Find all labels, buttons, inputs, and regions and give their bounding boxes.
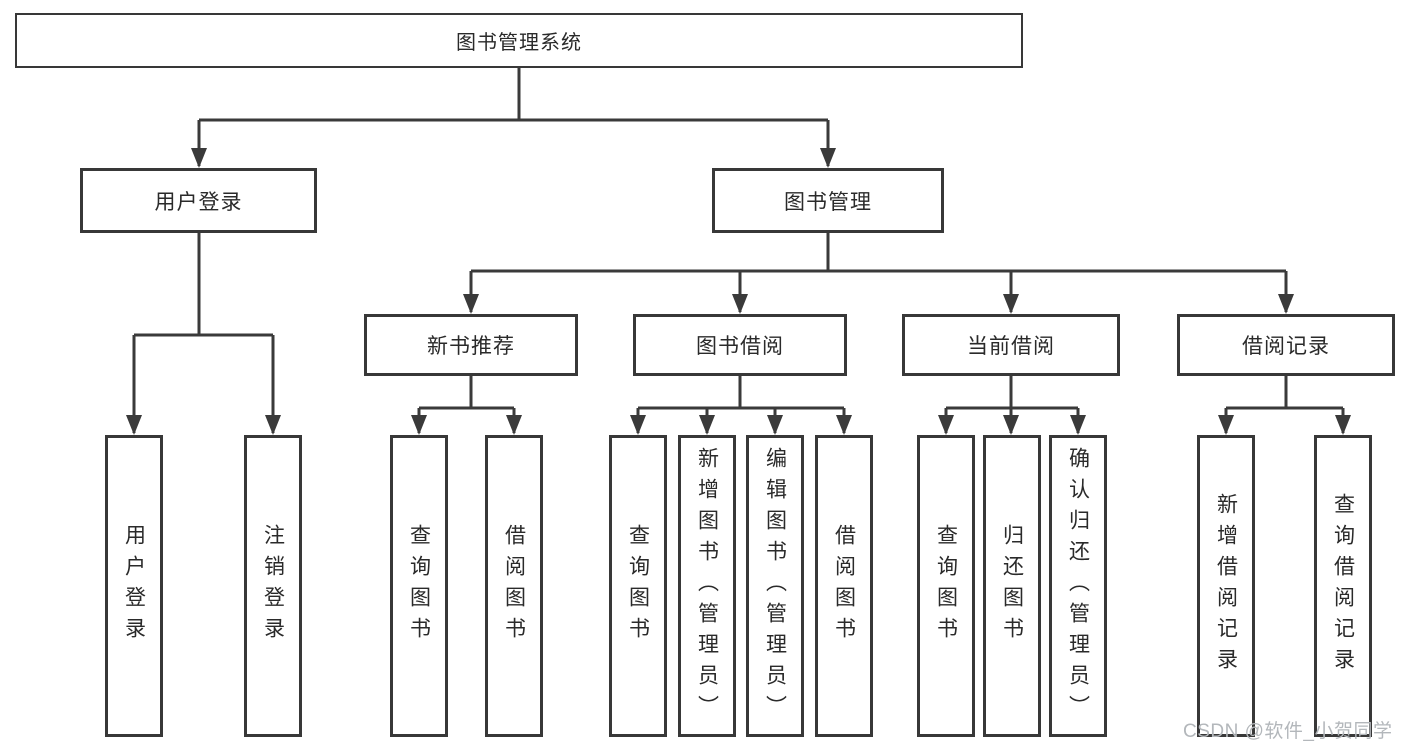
leaf-label: 借阅图书 <box>832 524 856 648</box>
leaf-label: 借阅图书 <box>502 524 526 648</box>
leaf-label: 用户登录 <box>122 524 146 648</box>
node-label: 图书借阅 <box>696 335 784 358</box>
node-book-borrow: 图书借阅 <box>633 314 847 376</box>
leaf-label: 编辑图书（管理员） <box>763 446 787 726</box>
node-borrow-records: 借阅记录 <box>1177 314 1395 376</box>
leaf-query-books-recommend: 查询图书 <box>390 435 448 737</box>
connector-book-borrow-to-leaves <box>630 376 852 435</box>
leaf-user-login: 用户登录 <box>105 435 163 737</box>
connector-user-login-to-leaves <box>126 233 281 435</box>
connector-new-book-recommend-to-leaves <box>411 376 522 435</box>
connector-book-management-to-level3 <box>463 233 1294 314</box>
node-label: 图书管理 <box>784 190 872 214</box>
connector-root-to-level2 <box>191 68 836 168</box>
node-current-borrow: 当前借阅 <box>902 314 1120 376</box>
node-label: 用户登录 <box>154 190 243 214</box>
leaf-label: 新增图书（管理员） <box>695 446 719 726</box>
leaf-label: 归还图书 <box>1000 524 1024 648</box>
leaf-label: 注销登录 <box>261 524 285 648</box>
leaf-label: 查询图书 <box>626 524 650 648</box>
leaf-return-book: 归还图书 <box>983 435 1041 737</box>
node-library-management-system: 图书管理系统 <box>15 13 1023 68</box>
leaf-add-book-admin: 新增图书（管理员） <box>678 435 736 737</box>
leaf-borrow-books-recommend: 借阅图书 <box>485 435 543 737</box>
leaf-query-borrow-record: 查询借阅记录 <box>1314 435 1372 737</box>
leaf-confirm-return-admin: 确认归还（管理员） <box>1049 435 1107 737</box>
leaf-borrow-books: 借阅图书 <box>815 435 873 737</box>
connector-current-borrow-to-leaves <box>938 376 1086 435</box>
csdn-watermark: CSDN @软件_小贺同学 <box>1183 721 1393 742</box>
connector-borrow-records-to-leaves <box>1218 376 1351 435</box>
leaf-label: 查询图书 <box>934 524 958 648</box>
leaf-logout: 注销登录 <box>244 435 302 737</box>
leaf-add-borrow-record: 新增借阅记录 <box>1197 435 1255 737</box>
node-label: 当前借阅 <box>967 335 1055 358</box>
node-book-management: 图书管理 <box>712 168 944 233</box>
node-label: 图书管理系统 <box>456 32 582 54</box>
node-label: 借阅记录 <box>1242 335 1330 358</box>
leaf-edit-book-admin: 编辑图书（管理员） <box>746 435 804 737</box>
node-new-book-recommend: 新书推荐 <box>364 314 578 376</box>
leaf-query-books-current: 查询图书 <box>917 435 975 737</box>
node-label: 新书推荐 <box>427 335 515 358</box>
leaf-label: 查询借阅记录 <box>1331 493 1355 679</box>
leaf-label: 确认归还（管理员） <box>1066 446 1090 726</box>
node-user-login: 用户登录 <box>80 168 317 233</box>
leaf-label: 新增借阅记录 <box>1214 493 1238 679</box>
leaf-query-books-borrow: 查询图书 <box>609 435 667 737</box>
leaf-label: 查询图书 <box>407 524 431 648</box>
